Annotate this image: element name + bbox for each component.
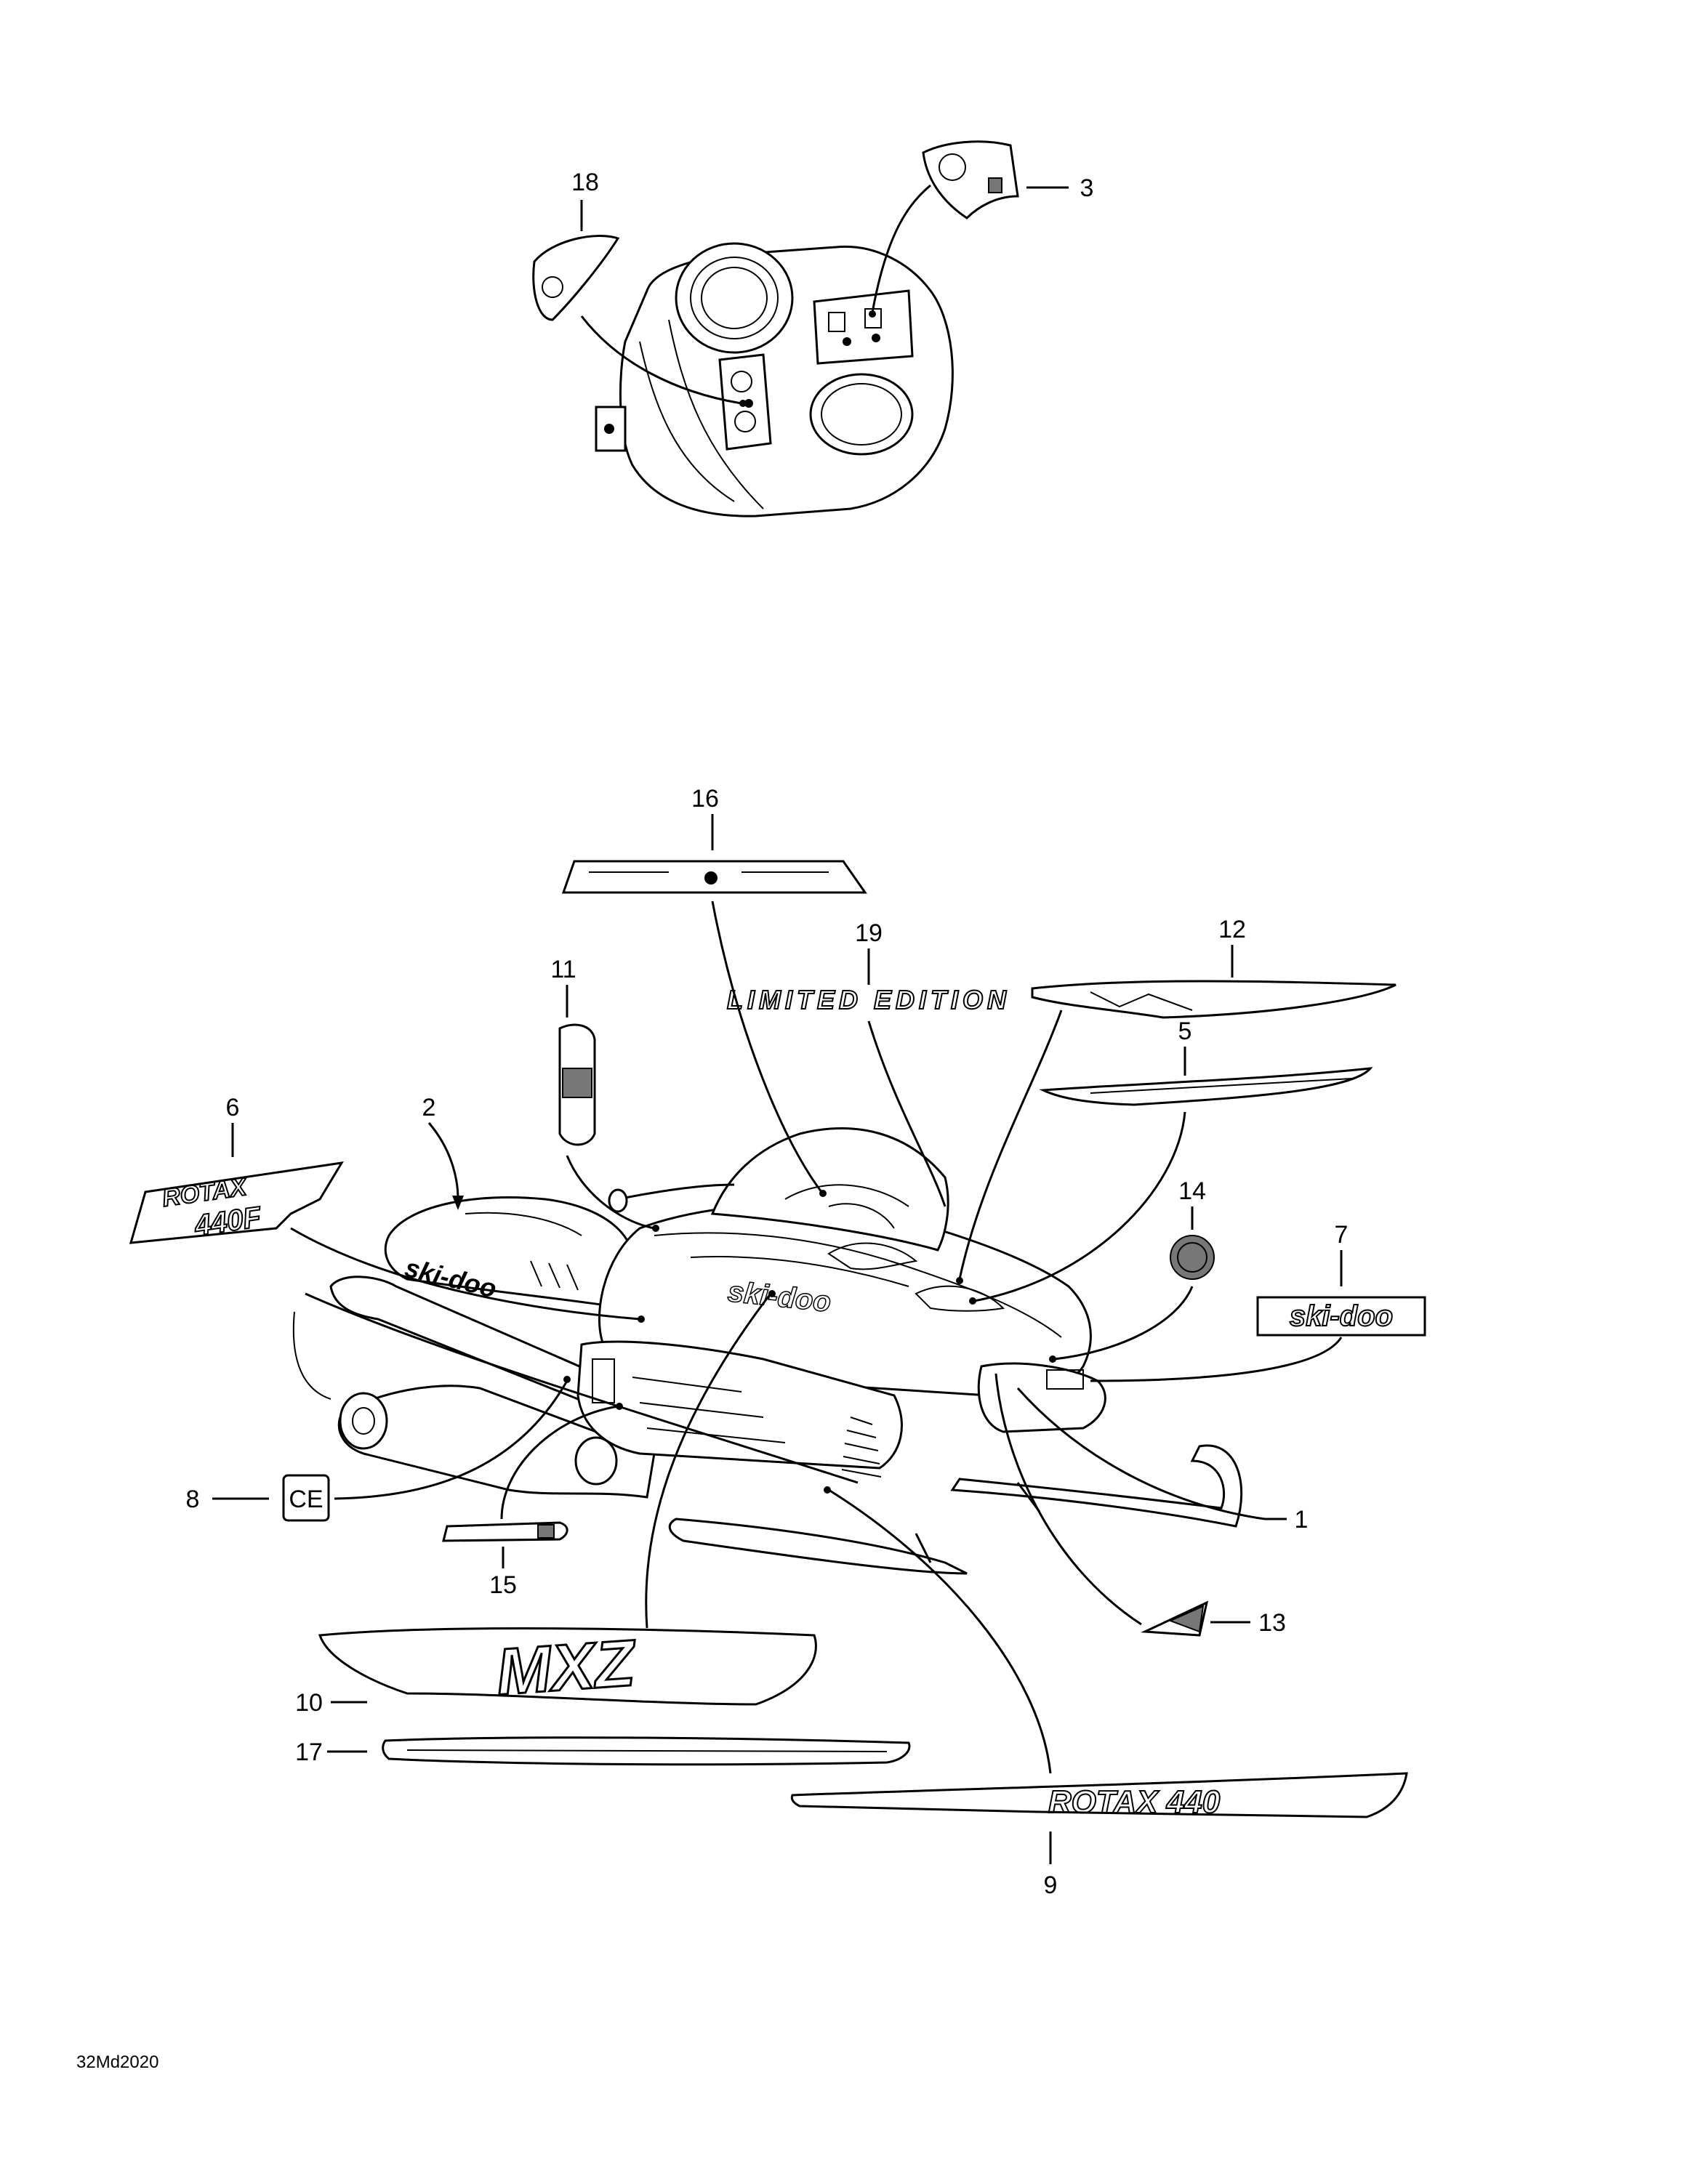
decal-10-mxz: MXZ	[318, 1626, 817, 1710]
callout-1: 1	[1295, 1506, 1309, 1534]
decal-15-strip	[442, 1521, 568, 1568]
decal-8-ce-mark: CE	[212, 1474, 330, 1522]
callout-8: 8	[186, 1486, 200, 1513]
callout-labels: 1 2 3 5 6 7 8 9 10 11 12 13 14 15 16 17 …	[186, 169, 1349, 1899]
callout-3: 3	[1080, 174, 1094, 202]
decal-9-rotax-long: ROTAX 440	[790, 1772, 1408, 1864]
decal-16-windshield-strip	[561, 814, 867, 894]
callout-7: 7	[1335, 1221, 1349, 1249]
mxz-text: MXZ	[494, 1627, 640, 1709]
decal-13-triangle	[1141, 1600, 1250, 1637]
callout-5: 5	[1178, 1018, 1192, 1045]
callout-17: 17	[295, 1738, 323, 1766]
decal-11-small	[558, 985, 596, 1146]
console-assembly	[532, 140, 1069, 517]
callout-13: 13	[1258, 1609, 1286, 1637]
decal-5-stripe	[1039, 1047, 1373, 1106]
decal-17-long-strip	[327, 1736, 911, 1766]
decal-6-rotax: ROTAX 440F	[129, 1123, 344, 1244]
skidoo-box-text: ski-doo	[1290, 1300, 1393, 1332]
callout-15: 15	[489, 1571, 517, 1599]
decal-12-stripe	[1031, 945, 1396, 1019]
leader-lines	[290, 900, 1343, 1774]
callout-10: 10	[295, 1689, 323, 1717]
callout-18: 18	[571, 169, 599, 196]
callout-12: 12	[1218, 916, 1246, 943]
callout-16: 16	[691, 785, 719, 813]
callout-14: 14	[1178, 1177, 1206, 1205]
callout-9: 9	[1044, 1871, 1058, 1899]
decal-14-badge	[1170, 1206, 1215, 1280]
callout-6: 6	[226, 1094, 240, 1121]
drawing-code: 32Md2020	[76, 2052, 158, 2072]
callout-11: 11	[550, 956, 576, 983]
decal-7-skidoo-box: ski-doo	[1256, 1250, 1426, 1337]
callout-19: 19	[855, 919, 883, 947]
limited-edition-text: LIMITED EDITION	[727, 985, 1010, 1015]
decal-19-limited-edition: LIMITED EDITION	[726, 948, 1010, 1015]
ce-mark-text: CE	[289, 1486, 323, 1513]
callout-2: 2	[422, 1094, 436, 1121]
snowmobile-body: ski-doo	[292, 1127, 1243, 1575]
rotax-long-text: ROTAX 440	[1048, 1784, 1221, 1820]
